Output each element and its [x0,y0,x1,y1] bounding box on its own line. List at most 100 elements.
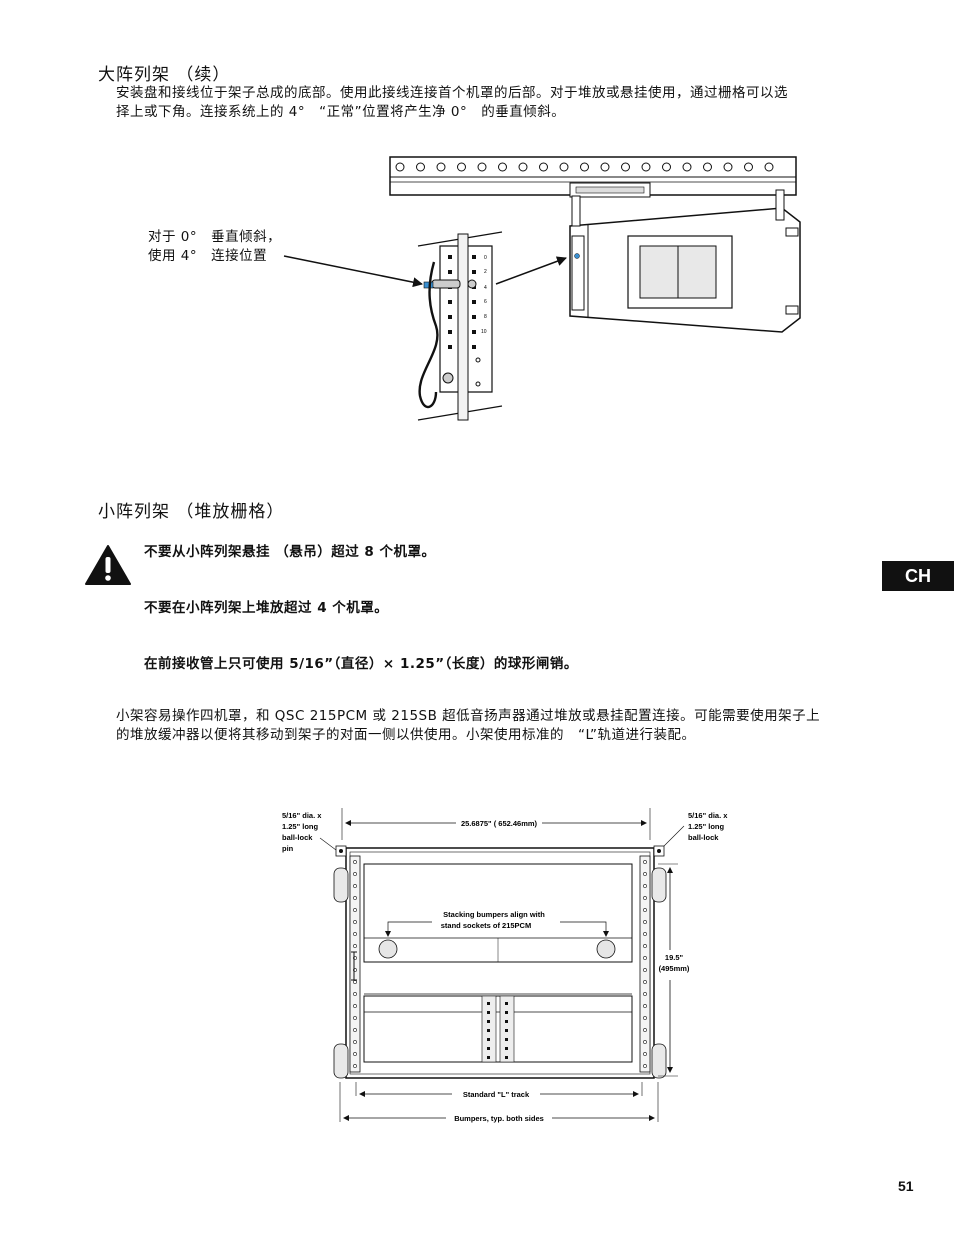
track-hole [505,1029,508,1032]
rail-hole [353,896,357,900]
track-hole [487,1002,490,1005]
grid-hole [559,162,569,172]
track-holes [487,1002,508,1059]
paragraph-line: 小架容易操作四机罩，和 QSC 215PCM 或 215SB 超低音扬声器通过堆… [116,708,821,724]
grid-hole [580,162,589,172]
plate-hole [448,270,452,274]
rail-hole [643,908,647,912]
rail-hole [353,908,357,912]
grid-hole [703,162,712,172]
grid-hole [682,162,692,172]
plate-label: 10 [481,329,487,335]
pin-label-left: 5/16" dia. x 1.25" long ball-lock pin [282,811,322,853]
width-dimension: 25.6875" ( 652.46mm) [461,819,538,828]
paragraph-line: 的堆放缓冲器以便将其移动到架子的对面一侧以供使用。小架使用标准的 “L”轨道进行… [116,727,696,743]
track-hole [505,1056,508,1059]
svg-text:5/16" dia. x: 5/16" dia. x [688,811,728,820]
rail-hole [353,860,357,864]
plate-hole [448,330,452,334]
svg-text:stand sockets of 215PCM: stand sockets of 215PCM [441,921,531,930]
rail-hole [353,1004,357,1008]
section-heading-small-array: 小阵列架 （堆放栅格） [98,502,285,522]
plate-label: 6 [484,299,487,305]
section-paragraph-large-array: 安装盘和接线位于架子总成的底部。使用此接线连接首个机罩的后部。对于堆放或悬挂使用… [116,84,876,122]
rail-hole [353,1040,357,1044]
plate-hole [472,255,476,259]
plate-hole [472,330,476,334]
section-paragraph-small-array: 小架容易操作四机罩，和 QSC 215PCM 或 215SB 超低音扬声器通过堆… [116,707,886,745]
rail-hole [353,1016,357,1020]
svg-text:1.25" long: 1.25" long [688,822,724,831]
plate-hole [448,300,452,304]
track-hole [505,1020,508,1023]
rail-hole [643,1028,647,1032]
stacking-bumpers-note: Stacking bumpers align with stand socket… [441,910,545,930]
l-track-label: Standard "L" track [463,1090,530,1099]
plate-hole [472,315,476,319]
small-array-frame-diagram: 5/16" dia. x 1.25" long ball-lock pin 5/… [282,808,728,1123]
grid-hole [395,162,405,172]
warning-icon [85,545,131,585]
svg-text:ball-lock: ball-lock [688,833,719,842]
pin-label-right: 5/16" dia. x 1.25" long ball-lock [688,811,728,842]
track-hole [487,1011,490,1014]
warning-stack-limit: 不要在小阵列架上堆放超过 4 个机罩。 [144,600,389,616]
paragraph-line: 安装盘和接线位于架子总成的底部。使用此接线连接首个机罩的后部。对于堆放或悬挂使用… [116,85,788,101]
loudspeaker-cabinet [569,189,801,333]
track-hole [487,1047,490,1050]
rail-hole [643,980,647,984]
height-dimension-metric: (495mm) [659,964,690,973]
rail-hole [353,920,357,924]
grid-hole [621,162,630,172]
rail-hole [353,1028,357,1032]
rail-hole [643,1064,647,1068]
warning-hang-limit: 不要从小阵列架悬挂 （悬吊）超过 8 个机罩。 [144,544,436,560]
svg-text:pin: pin [282,844,294,853]
track-hole [487,1020,490,1023]
track-hole [505,1038,508,1041]
rail-hole [353,872,357,876]
rail-hole [643,1004,647,1008]
rail-hole [643,1052,647,1056]
rigging-plate: 0 2 4 6 8 10 [417,231,503,421]
grid-hole [518,162,528,172]
callout-arrow [495,256,567,285]
rail-hole [643,968,647,972]
grid-hole [498,162,507,172]
section-heading-large-array: 大阵列架 （续） [98,65,231,85]
plate-label: 0 [484,255,487,261]
svg-text:ball-lock: ball-lock [282,833,313,842]
track-hole [487,1038,490,1041]
grid-hole [641,162,651,172]
track-hole [505,1047,508,1050]
callout-label: 对于 0° 垂直倾斜， 使用 4° 连接位置 [148,228,281,266]
grid-holes [395,162,774,172]
rail-hole [353,1052,357,1056]
rigging-diagram: 0 2 4 6 8 10 [283,156,801,421]
plate-hole [472,345,476,349]
rail-hole [353,980,357,984]
plate-label: 8 [484,314,487,320]
rail-hole [643,920,647,924]
rail-hole [643,884,647,888]
plate-label: 2 [484,269,487,275]
rail-hole [643,932,647,936]
height-dimension-value: 19.5" [665,953,684,962]
grid-hole [662,162,671,172]
grid-hole [723,162,733,172]
grid-hole [477,162,487,172]
plate-hole [472,270,476,274]
bumpers-sides-label: Bumpers, typ. both sides [454,1114,544,1123]
rail-hole [643,860,647,864]
track-hole [487,1056,490,1059]
callout-arrow [283,255,423,288]
warning-pin-spec: 在前接收管上只可使用 5/16”（直径）× 1.25”（长度）的球形闸销。 [144,656,578,672]
track-hole [505,1002,508,1005]
grid-hole [744,162,753,172]
grid-hole [600,162,610,172]
grid-hole [539,162,548,172]
rail-hole [643,944,647,948]
rail-hole [643,1040,647,1044]
grid-hole [764,162,774,172]
callout-line: 对于 0° 垂直倾斜， [148,229,282,245]
